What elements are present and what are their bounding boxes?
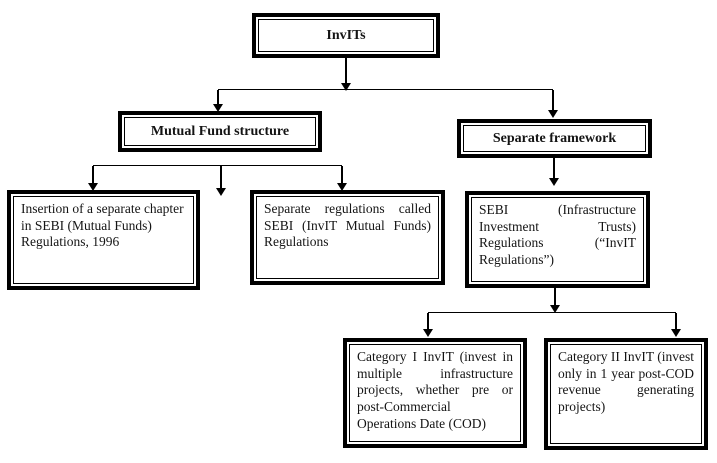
connector-to-insertion [92,166,94,183]
node-separate-regulations-text: Separate regulations called SEBI (InvIT … [256,196,439,279]
arrowhead-invits-junction [341,83,351,91]
node-category-2-invit: Category II InvIT (invest only in 1 year… [544,338,708,450]
arrowhead-mutual-fund-middle [216,188,226,196]
connector-to-sebi-regulations [553,158,555,178]
node-category-1-invit: Category I InvIT (invest in multiple inf… [343,338,527,448]
node-category-1-invit-text: Category I InvIT (invest in multiple inf… [349,344,521,442]
node-separate-framework-label: Separate framework [463,125,646,152]
node-insertion-separate-chapter-text: Insertion of a separate chapter in SEBI … [13,196,194,284]
connector-to-category-2 [675,313,677,329]
arrowhead-sebi-junction [550,305,560,313]
arrowhead-to-category-1 [423,329,433,337]
connector-sebi-stem [554,288,556,305]
arrowhead-to-insertion [88,183,98,191]
node-invits: InvITs [252,13,440,58]
connector-to-category-1 [427,313,429,329]
node-mutual-fund-structure-label: Mutual Fund structure [124,117,316,146]
connector-to-separate-regulations [341,166,343,183]
connector-to-separate-framework [552,90,554,110]
arrowhead-to-sebi-regulations [549,178,559,186]
arrowhead-to-mutual-fund [213,104,223,112]
node-category-2-invit-text: Category II InvIT (invest only in 1 year… [550,344,702,444]
node-mutual-fund-structure: Mutual Fund structure [118,111,322,152]
node-separate-framework: Separate framework [457,119,652,158]
arrowhead-to-separate-regulations [337,183,347,191]
arrowhead-to-category-2 [671,329,681,337]
connector-to-mutual-fund [217,90,219,104]
connector-invits-stem [345,58,347,83]
connector-invits-split-bar [218,89,553,91]
connector-sebi-split-bar [428,312,676,314]
arrowhead-to-separate-framework [548,110,558,118]
node-sebi-invit-regulations: SEBI (Infrastructure Investment Trusts) … [465,191,650,288]
connector-mutual-fund-split-bar [93,165,342,167]
node-sebi-invit-regulations-text: SEBI (Infrastructure Investment Trusts) … [471,197,644,282]
node-separate-regulations: Separate regulations called SEBI (InvIT … [250,190,445,285]
node-invits-label: InvITs [258,19,434,52]
node-insertion-separate-chapter: Insertion of a separate chapter in SEBI … [7,190,200,290]
connector-mutual-fund-middle [220,166,222,188]
